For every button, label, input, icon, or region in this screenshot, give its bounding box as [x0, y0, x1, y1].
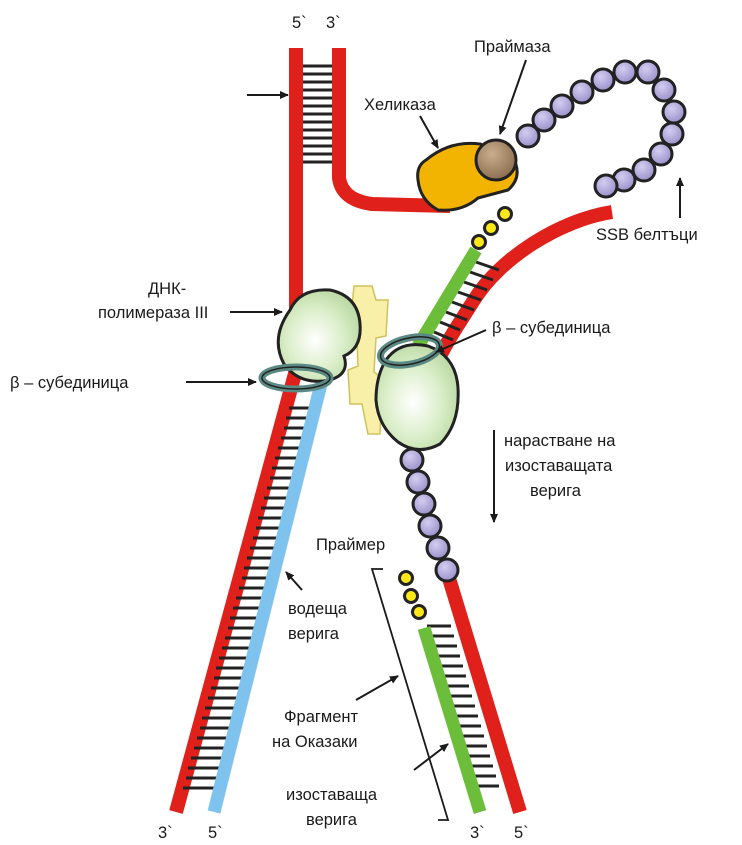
label-lagging-2: верига: [306, 811, 358, 829]
label-lagging-1: изоставаща: [286, 786, 378, 804]
labels: 5` 3` Хеликаза Праймаза SSB белтъци ДНК-…: [10, 14, 698, 842]
ssb-protein-icon: [595, 175, 617, 197]
label-bottom-right-3: 3`: [470, 824, 485, 842]
label-growth-2: изоставащата: [505, 457, 613, 475]
arrow-helicase: [420, 116, 438, 148]
label-helicase: Хеликаза: [364, 96, 437, 114]
label-growth-3: верига: [530, 482, 582, 500]
label-beta-left: β – субединица: [10, 374, 129, 392]
primer-dot: [499, 208, 512, 221]
label-leading-2: верига: [288, 625, 340, 643]
label-top-3: 3`: [326, 14, 341, 32]
ssb-protein-icon: [407, 471, 429, 493]
ssb-protein-icon: [427, 537, 449, 559]
ssb-protein-icon: [614, 61, 636, 83]
arrow-leading: [286, 572, 302, 590]
ssb-protein-icon: [401, 449, 423, 471]
primer-dot: [400, 572, 413, 585]
label-primer: Праймер: [316, 536, 385, 554]
label-beta-right: β – субединица: [492, 319, 611, 337]
lagging-template-strand: [438, 212, 612, 360]
ssb-protein-icon: [436, 559, 458, 581]
label-bottom-left-5: 5`: [208, 824, 223, 842]
label-bottom-left-3: 3`: [158, 824, 173, 842]
label-okazaki-1: Фрагмент: [284, 708, 359, 726]
parental-base-pairs: [303, 66, 332, 162]
ssb-protein-icon: [637, 61, 659, 83]
ssb-protein-icon: [661, 123, 683, 145]
arrow-okazaki: [356, 676, 398, 700]
ssb-protein-icon: [571, 81, 593, 103]
ssb-protein-icon: [551, 95, 573, 117]
ssb-protein-icon: [653, 79, 675, 101]
label-polymerase-2: полимераза III: [98, 304, 208, 322]
primer-upper: [473, 208, 512, 249]
primer-dot: [413, 606, 426, 619]
ssb-protein-icon: [633, 159, 655, 181]
arrow-primase: [500, 60, 526, 134]
label-polymerase-1: ДНК-: [148, 280, 186, 298]
primer-dot: [473, 236, 486, 249]
primer-lower: [400, 572, 426, 619]
label-top-5: 5`: [292, 14, 307, 32]
label-primase: Праймаза: [474, 38, 551, 56]
label-growth-1: нарастване на: [504, 432, 616, 450]
primer-dot: [405, 590, 418, 603]
ssb-protein-icon: [413, 493, 435, 515]
primase-icon: [476, 140, 516, 180]
ssb-chain-lower: [401, 449, 458, 581]
label-okazaki-2: на Оказаки: [272, 733, 357, 751]
ssb-protein-icon: [419, 515, 441, 537]
label-ssb: SSB белтъци: [596, 226, 698, 244]
ssb-chain-upper: [517, 61, 685, 197]
ssb-protein-icon: [663, 101, 685, 123]
primer-dot: [485, 222, 498, 235]
ssb-protein-icon: [592, 69, 614, 91]
label-leading-1: водеща: [288, 600, 348, 618]
label-bottom-right-5: 5`: [514, 824, 529, 842]
okazaki-bracket: [372, 569, 448, 820]
